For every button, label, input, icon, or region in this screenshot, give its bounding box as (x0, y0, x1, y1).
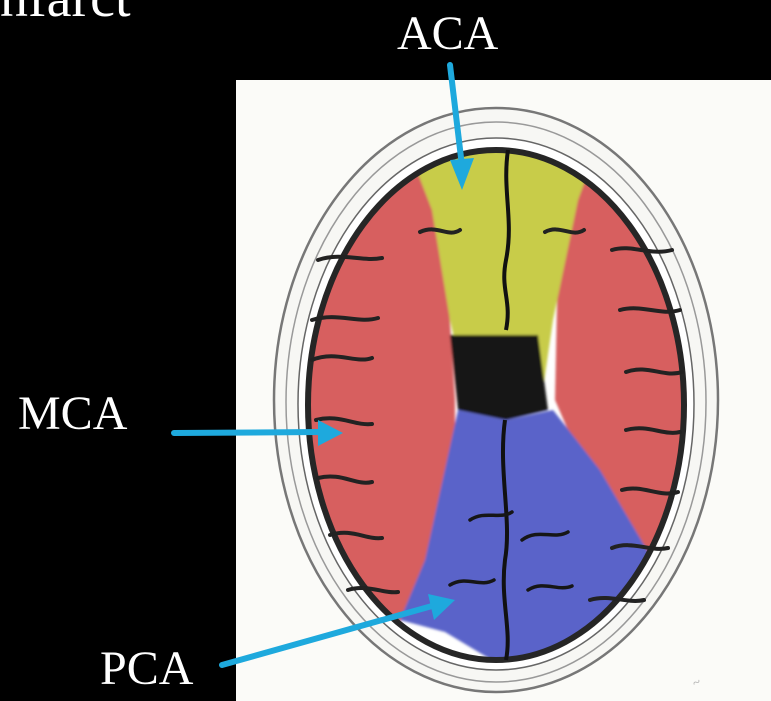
artist-signature-mark: ~ (690, 675, 704, 692)
label-mca: MCA (18, 390, 127, 438)
label-aca: ACA (397, 10, 498, 58)
ventricles (450, 335, 548, 420)
label-pca: PCA (100, 645, 193, 693)
